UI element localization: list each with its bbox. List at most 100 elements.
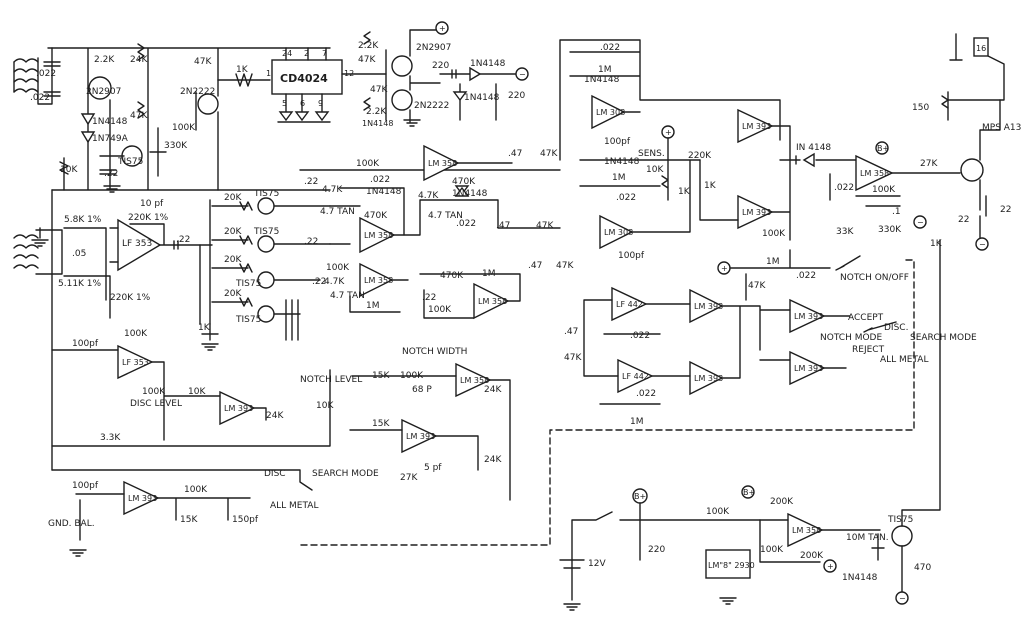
label-r-1m-b: 1M — [482, 269, 496, 279]
transistor-2n2222-b — [391, 89, 413, 111]
label-q-tis75-b: TIS75 — [253, 227, 279, 237]
opamp-lm358-notch — [455, 362, 492, 398]
audio-output-section: LM 358 B+ − 16 − .022 100K .1 33K 330K 2… — [815, 33, 1021, 251]
opamp-lm358-audio — [855, 154, 894, 192]
label-notch-width: NOTCH WIDTH — [402, 347, 467, 357]
terminal-sign: B+ — [877, 144, 889, 153]
label-r-100k-e: 100K — [184, 485, 208, 495]
terminal-sign: + — [827, 562, 834, 571]
integrator-section: LM 358 LM 358 LM 358 LM 358 100K 4.7K 47… — [299, 144, 582, 363]
comparator-lm393-f — [789, 350, 826, 386]
label-r-1k-top: 1K — [236, 65, 249, 75]
label-q-2n2907-b: 2N2907 — [416, 43, 451, 53]
minus-terminal-top — [515, 67, 529, 81]
transistor-2n2907-osc — [88, 76, 112, 100]
label-q-tis75-d: TIS75 — [235, 315, 261, 325]
label-r-47k-osc: 47K — [130, 111, 148, 121]
terminal-sign: B+ — [743, 488, 755, 497]
label-r-470k-a: 470K — [364, 211, 388, 221]
label-all-metal-b: ALL METAL — [270, 501, 318, 511]
label-c-22-b: .22 — [304, 237, 318, 247]
terminal-sign: B+ — [634, 492, 646, 501]
label-r-47k-c: 4.7K — [324, 277, 345, 287]
label-ic-lm358-b: LM 358 — [364, 231, 393, 240]
label-d-1n4148-f: 1N4148 — [452, 189, 488, 199]
label-q-tis75-osc: TIS75 — [117, 157, 143, 167]
label-c-022-e: .022 — [616, 193, 636, 203]
label-ic-lm393-h: LM 393 — [406, 432, 435, 441]
terminal-sign: + — [439, 24, 446, 33]
label-d-1n749a: 1N749A — [92, 134, 129, 144]
label-c-22uf: 22 — [1000, 205, 1011, 215]
oscillator-section — [13, 43, 331, 191]
label-c-47-a: .47 — [508, 149, 522, 159]
label-d-1n4148-d: 1N4148 — [362, 119, 393, 128]
label-d-1n4148-a: 1N4148 — [92, 117, 128, 127]
label-c-22-d: .22 — [422, 293, 436, 303]
label-c-220-ps: 220 — [648, 545, 665, 555]
ic-cd4024 — [271, 59, 343, 95]
label-r-47k-d: 47K — [540, 149, 558, 159]
label-d-1n4148-ps: 1N4148 — [842, 573, 878, 583]
label-notch-mode: NOTCH MODE — [820, 333, 882, 343]
speaker — [973, 37, 989, 57]
label-q-2n2222-b: 2N2222 — [414, 101, 449, 111]
label-r-3-3k: 3.3K — [100, 433, 121, 443]
label-ic-lm358-f: LM 358 — [460, 376, 489, 385]
label-disc-level: DISC LEVEL — [130, 399, 182, 409]
comparator-lm393-e — [789, 298, 826, 334]
label-ic-lf353-b: LF 353 — [122, 358, 149, 367]
label-r-10k-osc: 10K — [60, 165, 78, 175]
comparator-lm393-h — [401, 418, 438, 454]
transistor-mps-a13 — [960, 158, 984, 182]
label-r-47k-g2: 47K — [748, 281, 766, 291]
label-r-1m-e: 1M — [766, 257, 780, 267]
label-r-5-11k: 5.11K 1% — [58, 279, 102, 289]
label-r-100k-d: 100K — [124, 329, 148, 339]
opamp-lm308-b — [599, 214, 634, 250]
label-r-20k-b: 20K — [224, 227, 242, 237]
label-r-100k-c2: 100K — [428, 305, 452, 315]
sample-gate-section: 20K 20K 20K 20K TIS75 TIS75 TIS75 TIS75 … — [198, 177, 436, 341]
label-ic-lm358-e: LM 358 — [860, 169, 889, 178]
label-r-2-2k-a: 2.2K — [94, 55, 115, 65]
label-c-47-c: .47 — [528, 261, 542, 271]
label-c-022-a: .022 — [36, 69, 56, 79]
label-r-100k-osc: 100K — [172, 123, 196, 133]
label-ic-cd4024: CD4024 — [280, 72, 328, 85]
divider-section: CD4024 24 2 7 12 1 5 6 9 + − 2.2K 47K 47… — [266, 21, 529, 128]
regulator-lm78-2930 — [705, 549, 751, 579]
comparator-lm393-b — [737, 194, 774, 230]
label-notch-level: NOTCH LEVEL — [300, 375, 362, 385]
terminal-sign: 16 — [976, 44, 986, 53]
diode-1n749a-osc — [80, 131, 96, 144]
transistor-tis75-gate-a — [257, 197, 275, 215]
label-c-022-b: .022 — [30, 93, 50, 103]
label-r-20k-d: 20K — [224, 289, 242, 299]
disc-notch-section: LF 353 LM 393 LM 358 LM 393 100pf 100K 1… — [51, 189, 511, 501]
label-c-22-pre: .22 — [176, 235, 190, 245]
diode-1n4148-osc — [80, 113, 96, 126]
opamp-lf442-a — [611, 286, 648, 322]
label-r-100k-audio: 100K — [872, 185, 896, 195]
label-ic-lm393-e: LM 393 — [794, 312, 823, 321]
label-ic-lm393-b: LM 393 — [742, 208, 771, 217]
label-ic-lm393-a: LM 393 — [742, 122, 771, 131]
label-r-15k-a: 15K — [372, 371, 390, 381]
label-r-47k-a: 4.7K — [322, 185, 343, 195]
oscillator-labels: .022 .022 2.2K 24K 2N2907 1N4148 1N749A … — [30, 55, 249, 179]
label-search-mode: SEARCH MODE — [910, 333, 977, 343]
label-disc-b: DISC — [264, 469, 286, 479]
label-pin-2: 2 — [304, 49, 309, 58]
opamp-lm358-d — [473, 282, 510, 320]
label-c-022-g: .022 — [796, 271, 816, 281]
comparator-lm393-a — [737, 108, 774, 144]
label-c-220-b: 220 — [508, 91, 525, 101]
label-r-24k: 24K — [130, 55, 148, 65]
label-r-20k-a: 20K — [224, 193, 242, 203]
bminus-audio — [975, 237, 989, 251]
label-c-022-c: .022 — [370, 175, 390, 185]
label-q-mps-a13: MPS A13 — [982, 123, 1021, 133]
label-r-33k: 33K — [836, 227, 854, 237]
